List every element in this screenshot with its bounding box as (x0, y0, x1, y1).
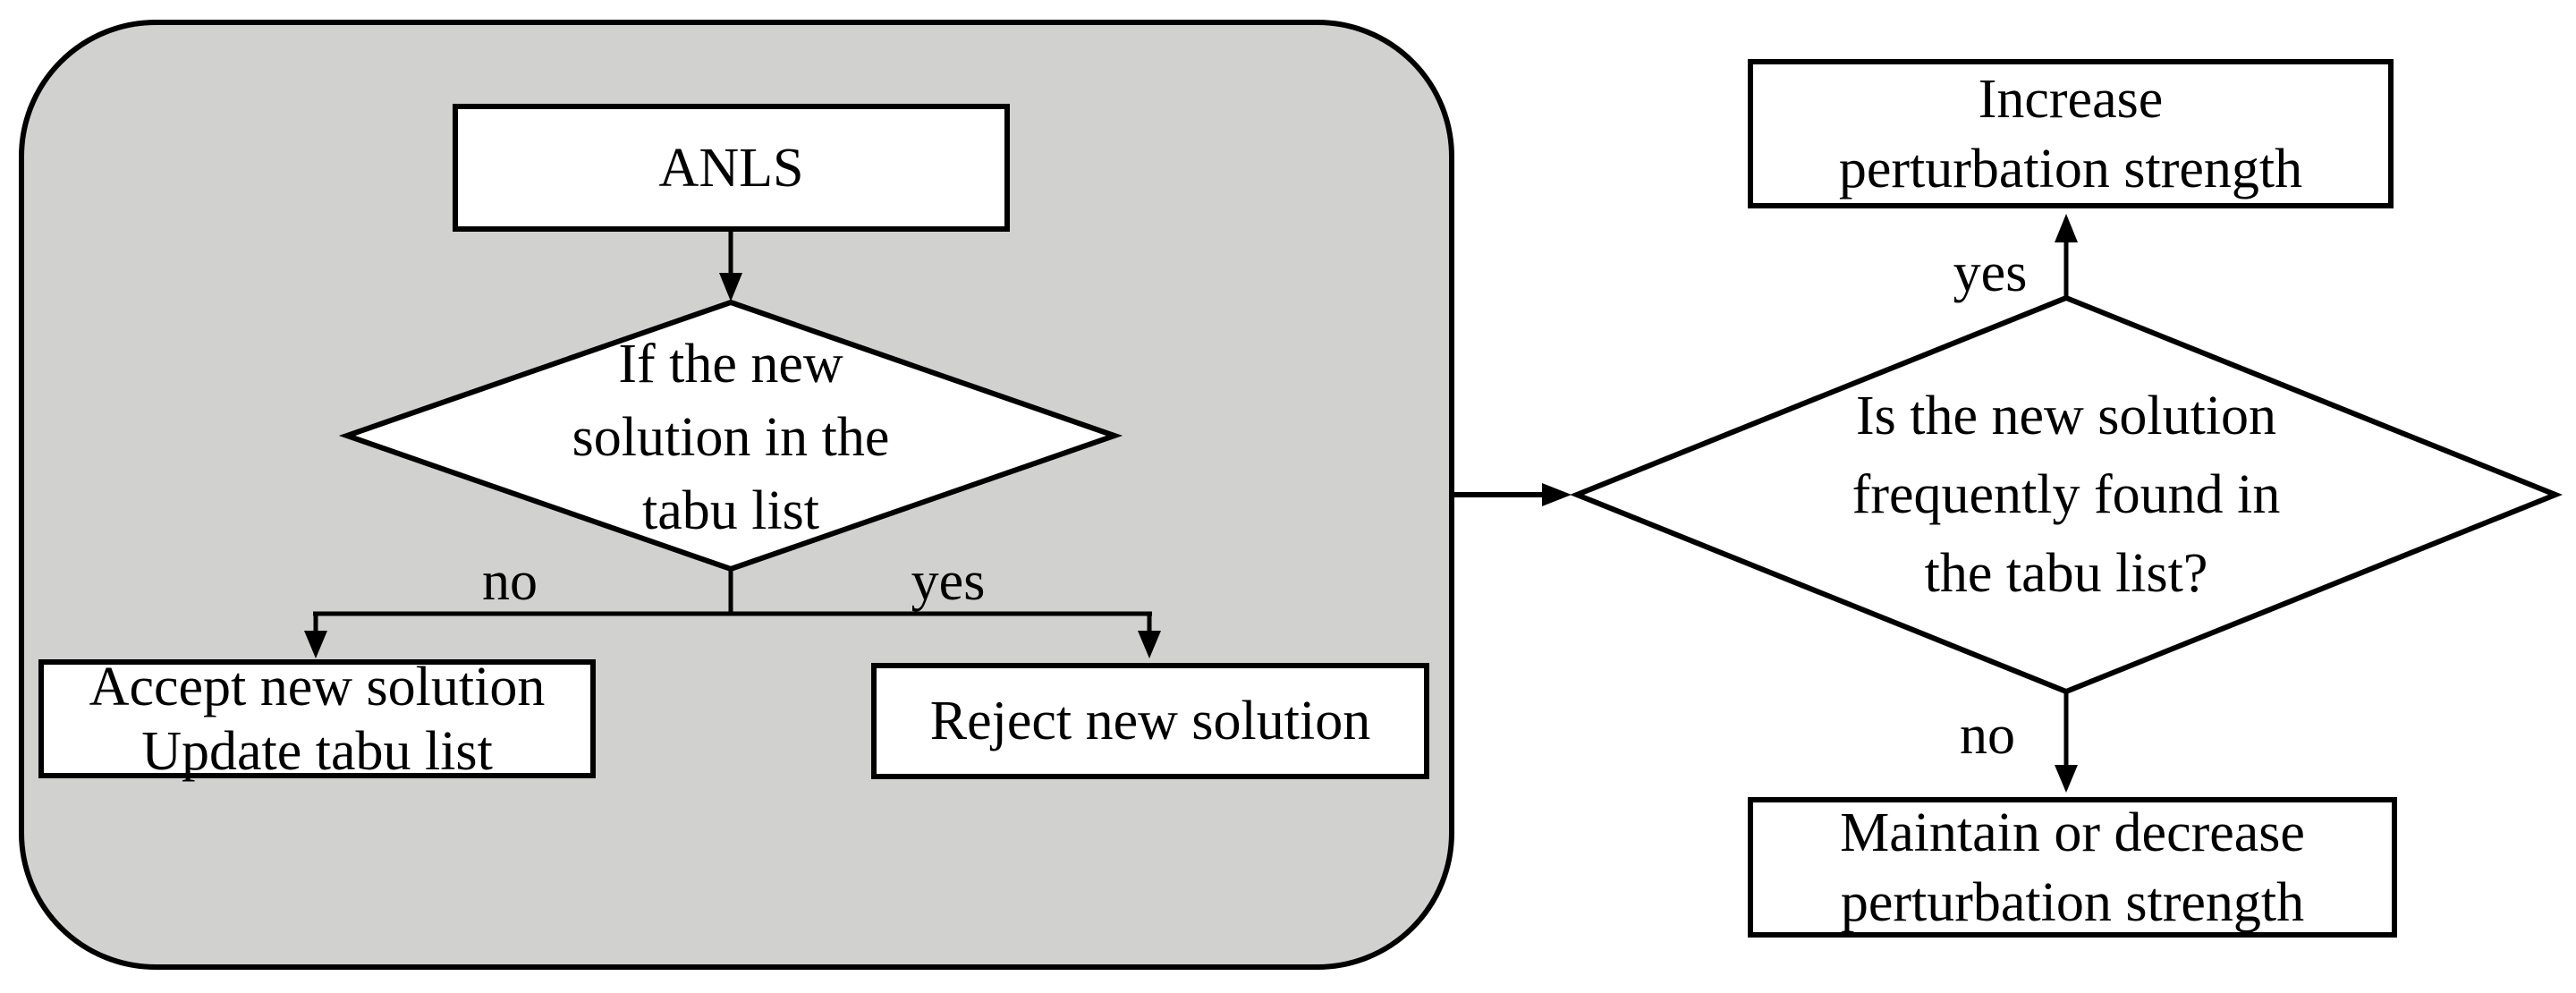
arrowhead-down-into-reject-box-icon (1138, 631, 1161, 658)
branch-yes-label: yes (911, 551, 986, 612)
arrowhead-up-into-increase-box-icon (2055, 214, 2078, 242)
right-yes-label: yes (1953, 242, 2028, 303)
arrowhead-right-into-right-diamond-icon (1542, 483, 1572, 506)
arrowhead-down-into-left-diamond-icon (719, 273, 742, 301)
maintain-box: Maintain or decrease perturbation streng… (1748, 797, 2397, 938)
arrowhead-down-into-maintain-box-icon (2055, 765, 2078, 793)
left-decision-label: If the new solution in the tabu list (572, 334, 890, 541)
accept-box: Accept new solution Update tabu list (38, 657, 596, 782)
reject-box: Reject new solution (871, 663, 1429, 779)
arrowhead-down-into-accept-box-icon (304, 631, 327, 658)
branch-no-label: no (482, 551, 538, 612)
increase-box: Increase perturbation strength (1748, 59, 2394, 208)
right-decision-diamond (1569, 294, 2563, 695)
right-no-label: no (1960, 705, 2015, 766)
anls-box: ANLS (453, 104, 1010, 232)
right-decision-label: Is the new solution frequently found in … (1852, 386, 2281, 604)
